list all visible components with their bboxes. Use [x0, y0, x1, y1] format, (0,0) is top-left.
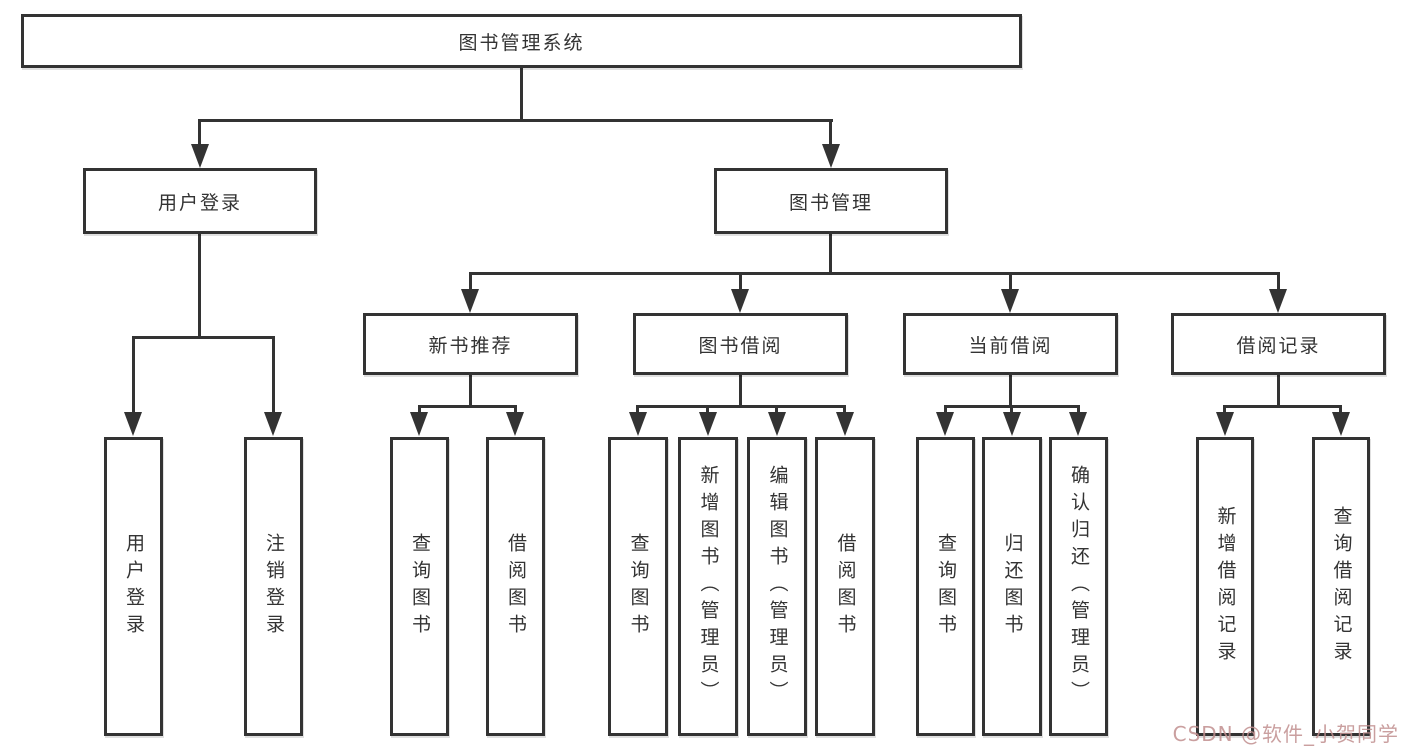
arrow-down-icon: [1332, 412, 1350, 436]
node-leaf-add-book-admin: 新增图书（管理员）: [678, 437, 738, 736]
node-leaf-query-borrow-record: 查询借阅记录: [1312, 437, 1370, 736]
node-leaf-query-books-1: 查询图书: [390, 437, 449, 736]
arrow-down-icon: [191, 144, 209, 168]
connector-line: [520, 68, 523, 121]
arrow-down-icon: [629, 412, 647, 436]
connector-line: [1009, 272, 1012, 291]
connector-line: [706, 405, 709, 415]
node-label: 确认归还（管理员）: [1068, 465, 1090, 708]
node-leaf-user-login: 用户登录: [104, 437, 163, 736]
connector-line: [198, 234, 201, 338]
arrow-down-icon: [1269, 289, 1287, 313]
node-borrowing-records: 借阅记录: [1171, 313, 1386, 375]
node-label: 新增图书（管理员）: [697, 465, 720, 708]
node-leaf-query-books-2: 查询图书: [608, 437, 668, 736]
arrow-down-icon: [731, 289, 749, 313]
node-label: 查询图书: [627, 532, 650, 641]
node-label: 借阅图书: [834, 532, 857, 641]
node-current-borrowing: 当前借阅: [903, 313, 1118, 375]
arrow-down-icon: [461, 289, 479, 313]
connector-line: [944, 405, 947, 415]
connector-line: [1009, 375, 1012, 407]
connector-line: [469, 272, 472, 291]
node-label: 新书推荐: [428, 334, 513, 357]
arrow-down-icon: [1003, 412, 1021, 436]
connector-line: [1223, 405, 1226, 415]
node-label: 当前借阅: [968, 334, 1053, 357]
node-leaf-edit-book-admin: 编辑图书（管理员）: [747, 437, 807, 736]
connector-line: [1339, 405, 1342, 415]
connector-line: [418, 405, 517, 408]
node-leaf-add-borrow-record: 新增借阅记录: [1196, 437, 1254, 736]
connector-line: [1277, 375, 1280, 407]
connector-line: [198, 119, 201, 146]
connector-line: [1010, 405, 1013, 415]
node-root: 图书管理系统: [21, 14, 1022, 68]
node-label: 借阅记录: [1236, 334, 1321, 357]
node-label: 图书管理系统: [458, 31, 585, 54]
node-leaf-borrow-books-2: 借阅图书: [815, 437, 875, 736]
connector-line: [132, 336, 135, 414]
node-label: 图书借阅: [698, 334, 783, 357]
connector-line: [636, 405, 846, 408]
node-label: 图书管理: [788, 191, 873, 214]
connector-line: [829, 234, 832, 274]
arrow-down-icon: [768, 412, 786, 436]
node-leaf-borrow-books-1: 借阅图书: [486, 437, 545, 736]
node-label: 注销登录: [263, 532, 285, 641]
node-new-book-recommend: 新书推荐: [363, 313, 578, 375]
connector-line: [843, 405, 846, 415]
arrow-down-icon: [124, 412, 142, 436]
connector-line: [418, 405, 421, 415]
arrow-down-icon: [836, 412, 854, 436]
node-label: 查询借阅记录: [1330, 505, 1353, 668]
arrow-down-icon: [1001, 289, 1019, 313]
connector-line: [272, 336, 275, 414]
connector-line: [739, 272, 742, 291]
node-user-login: 用户登录: [83, 168, 317, 234]
connector-line: [514, 405, 517, 415]
node-label: 新增借阅记录: [1214, 505, 1237, 668]
connector-line: [469, 375, 472, 407]
connector-line: [636, 405, 639, 415]
node-book-borrowing: 图书借阅: [633, 313, 848, 375]
arrow-down-icon: [1069, 412, 1087, 436]
arrow-down-icon: [410, 412, 428, 436]
connector-line: [198, 119, 833, 122]
arrow-down-icon: [699, 412, 717, 436]
arrow-down-icon: [822, 144, 840, 168]
node-label: 用户登录: [123, 532, 145, 641]
arrow-down-icon: [264, 412, 282, 436]
node-label: 用户登录: [157, 191, 242, 214]
connector-line: [775, 405, 778, 415]
node-book-management: 图书管理: [714, 168, 948, 234]
connector-line: [132, 336, 275, 339]
node-leaf-return-books: 归还图书: [982, 437, 1042, 736]
connector-line: [739, 375, 742, 407]
node-leaf-logout: 注销登录: [244, 437, 303, 736]
node-leaf-query-books-3: 查询图书: [916, 437, 975, 736]
connector-line: [1223, 405, 1342, 408]
arrow-down-icon: [1216, 412, 1234, 436]
connector-line: [829, 119, 832, 146]
node-label: 查询图书: [409, 532, 431, 641]
connector-line: [1277, 272, 1280, 291]
watermark-text: CSDN @软件_小贺同学: [1172, 722, 1399, 746]
node-label: 归还图书: [1001, 532, 1024, 641]
node-label: 编辑图书（管理员）: [766, 465, 789, 708]
arrow-down-icon: [506, 412, 524, 436]
connector-line: [1077, 405, 1080, 415]
connector-line: [469, 272, 1280, 275]
node-label: 借阅图书: [505, 532, 527, 641]
node-leaf-confirm-return-admin: 确认归还（管理员）: [1049, 437, 1108, 736]
arrow-down-icon: [936, 412, 954, 436]
node-label: 查询图书: [935, 532, 957, 641]
